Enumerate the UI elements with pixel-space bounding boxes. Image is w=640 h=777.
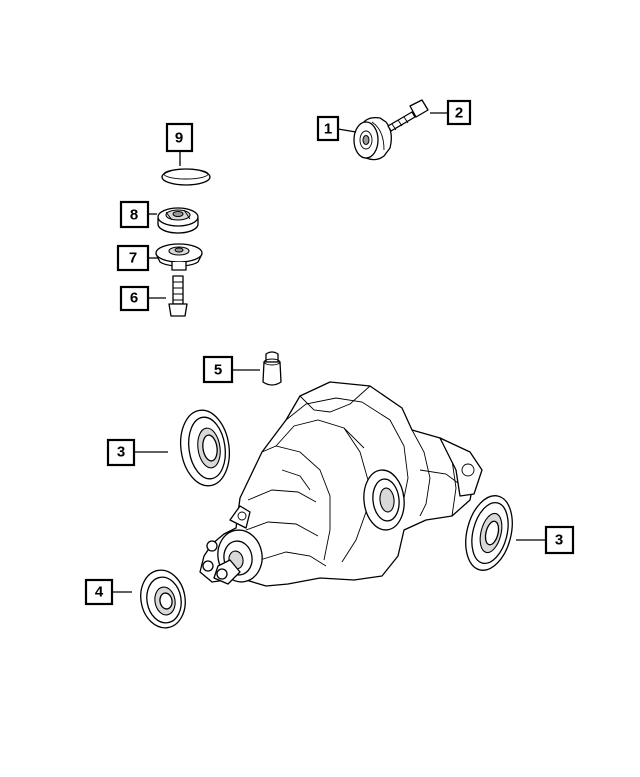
part-bushing xyxy=(353,116,392,161)
callout-3-right: 3 xyxy=(544,525,575,555)
callout-4-label: 4 xyxy=(95,584,104,601)
part-seal-pinion xyxy=(140,569,186,629)
callout-2-label: 2 xyxy=(455,105,463,122)
callout-8: 8 xyxy=(119,200,150,229)
callout-4: 4 xyxy=(84,578,114,606)
callout-9: 9 xyxy=(165,122,194,153)
callout-9-label: 9 xyxy=(175,130,183,147)
part-bolt-long xyxy=(387,99,429,132)
callout-3-right-label: 3 xyxy=(555,532,563,549)
part-seal-left xyxy=(180,409,230,487)
part-bolt-short xyxy=(168,275,188,317)
part-cap xyxy=(161,168,211,186)
callout-6: 6 xyxy=(119,285,150,312)
part-vent xyxy=(262,351,282,386)
callout-6-label: 6 xyxy=(130,290,138,307)
callout-1-label: 1 xyxy=(324,121,332,138)
differential-housing xyxy=(199,381,483,587)
callout-7: 7 xyxy=(116,244,150,272)
callout-5: 5 xyxy=(202,355,234,384)
part-mount-lower xyxy=(155,243,203,271)
part-mount-upper xyxy=(157,207,199,234)
callout-3-left: 3 xyxy=(106,438,136,467)
callout-2: 2 xyxy=(446,99,472,126)
callout-1: 1 xyxy=(316,115,340,142)
callout-8-label: 8 xyxy=(130,207,138,224)
leader-lines xyxy=(112,112,546,593)
callout-3-left-label: 3 xyxy=(117,444,125,461)
callout-5-label: 5 xyxy=(214,362,222,379)
callout-7-label: 7 xyxy=(129,250,137,267)
part-seal-right xyxy=(465,495,513,571)
